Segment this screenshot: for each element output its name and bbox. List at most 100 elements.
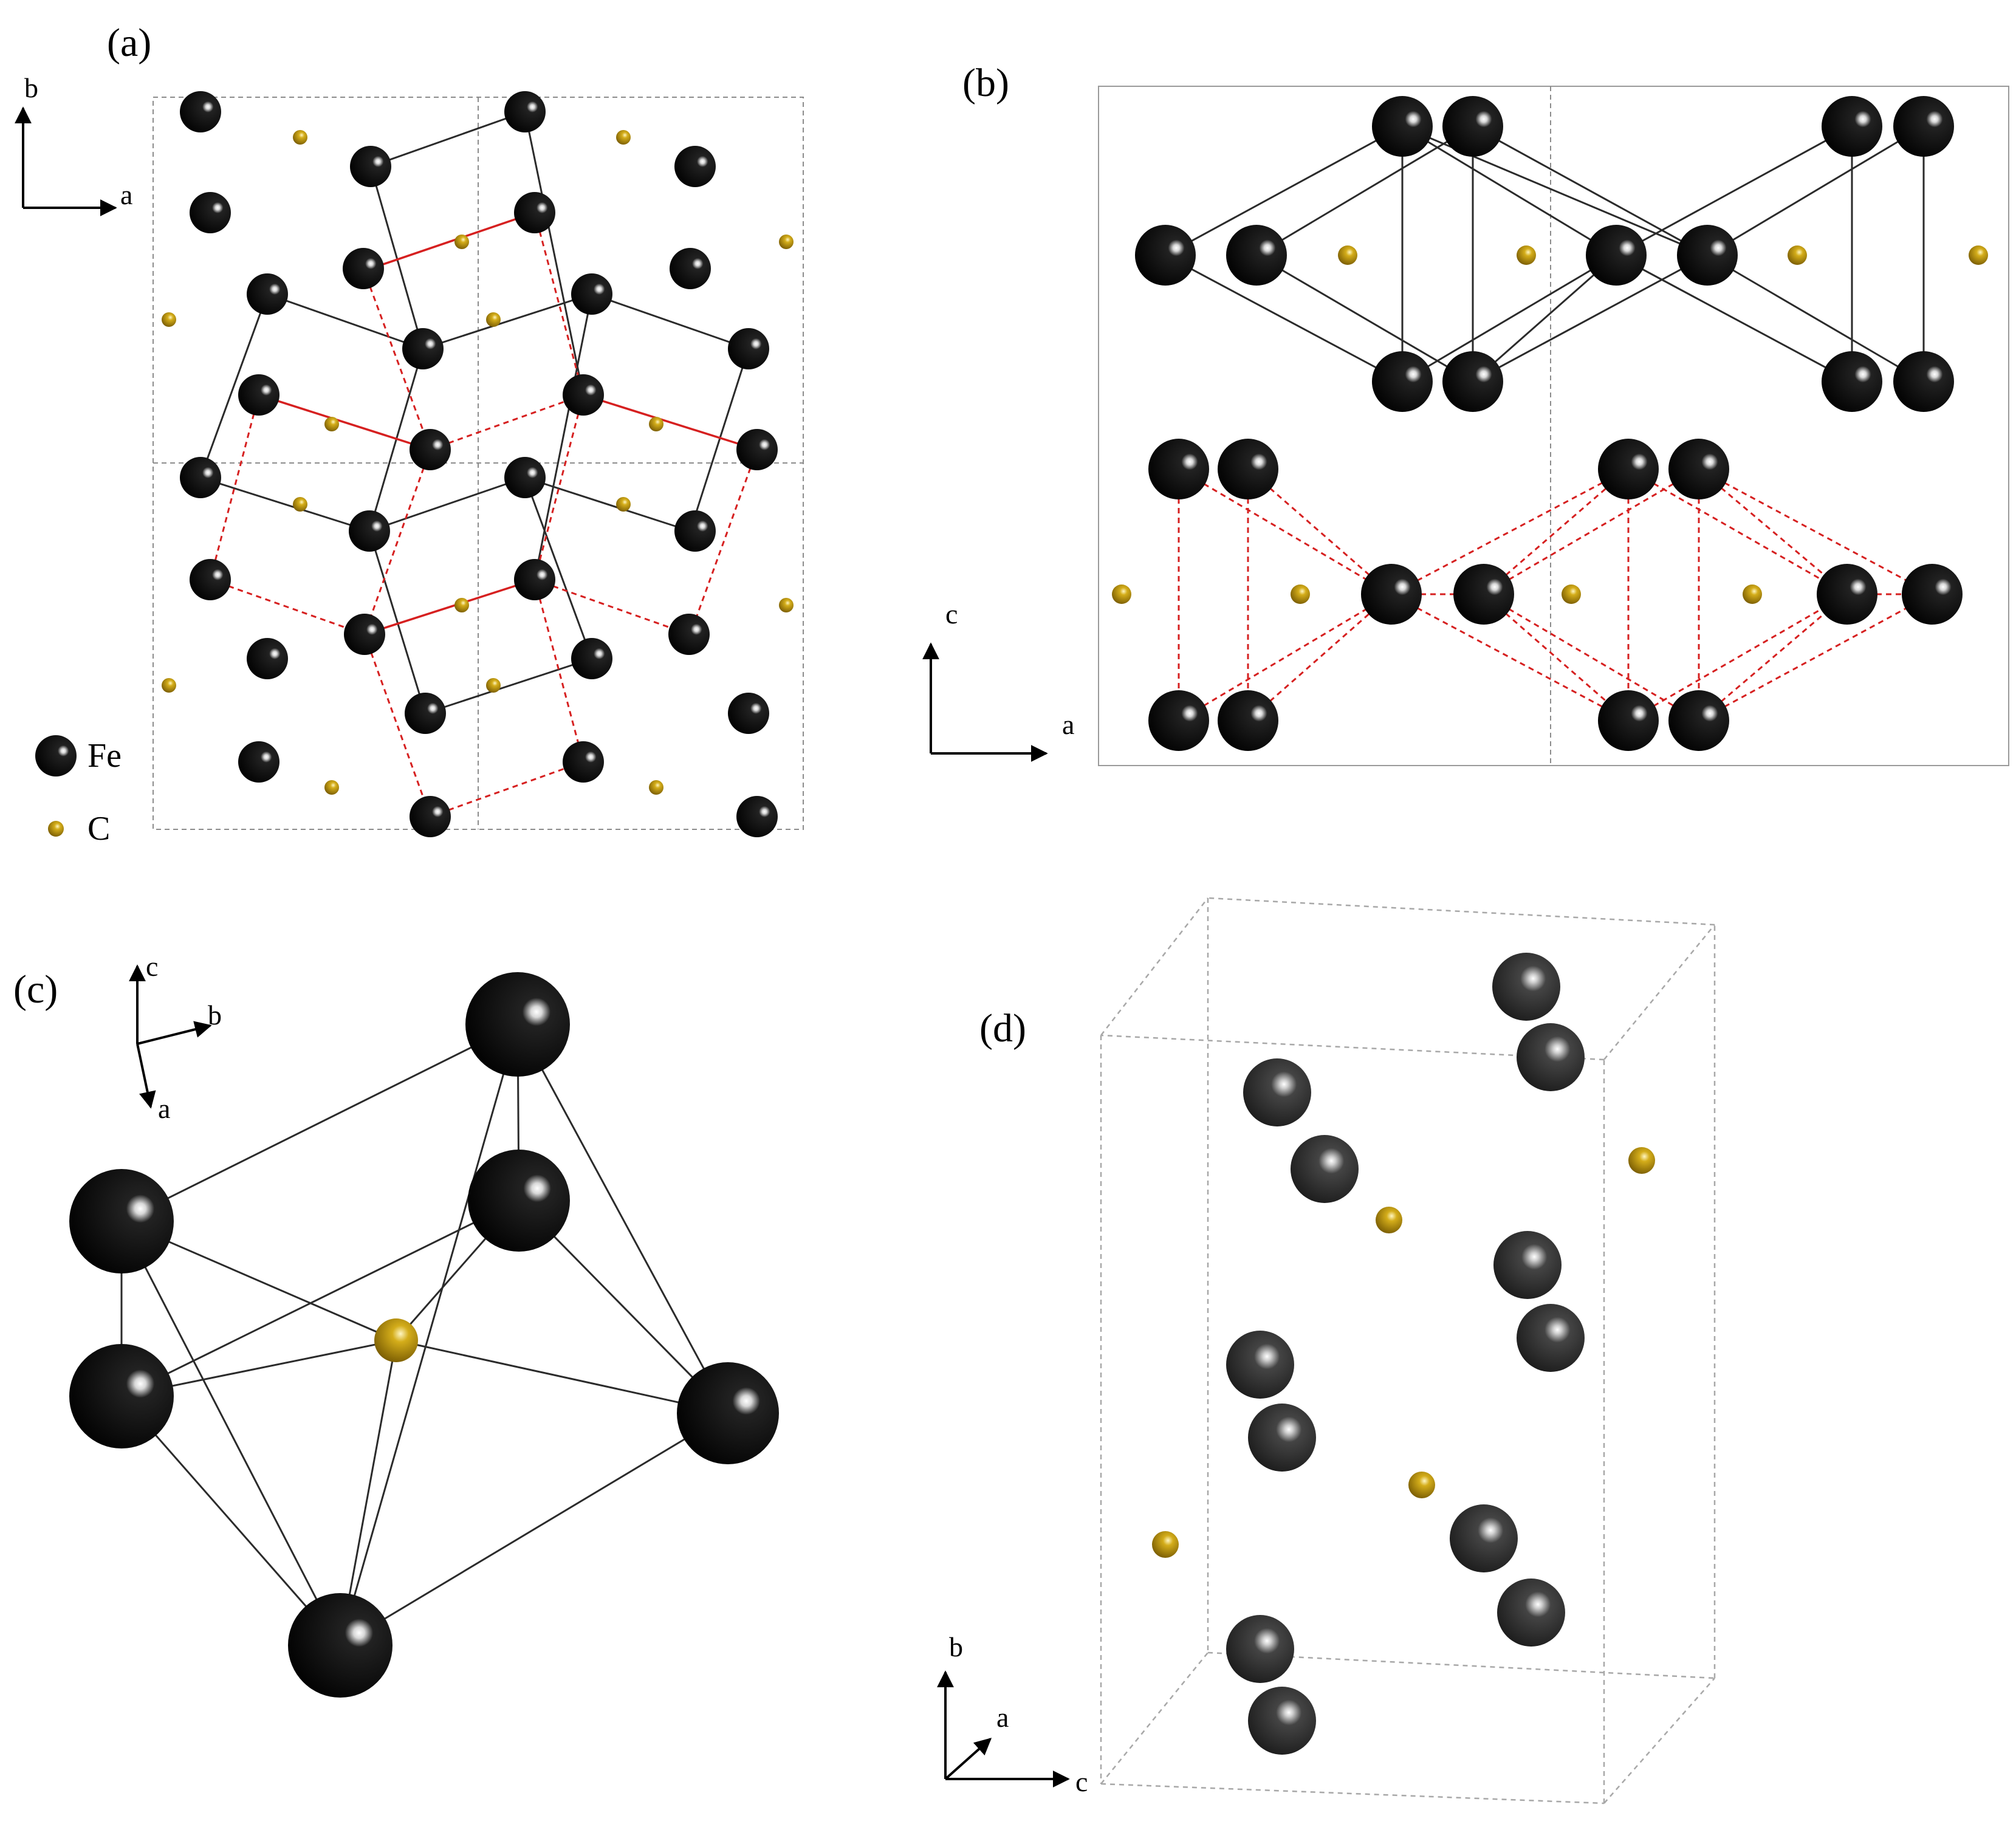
fe-atom xyxy=(674,146,716,187)
fe-fe-bond xyxy=(200,476,370,532)
cell-edge xyxy=(1100,1783,1605,1805)
fe-atom xyxy=(1453,564,1514,625)
axis-c-label: c xyxy=(1075,1766,1088,1797)
c-atom xyxy=(486,312,501,327)
fe-atom xyxy=(402,328,444,369)
fe-atom xyxy=(736,796,778,837)
fe-atom xyxy=(1226,1615,1294,1683)
fe-atom xyxy=(1218,690,1278,751)
fe-fe-bond xyxy=(370,111,526,168)
fe-atom xyxy=(238,741,279,783)
axis-b-label: b xyxy=(208,999,222,1030)
panel-d-label: (d) xyxy=(979,1006,1026,1051)
fe-fe-bond xyxy=(1616,125,1853,256)
fe-atom xyxy=(247,638,288,679)
fe-fe-bond xyxy=(1616,254,1853,383)
c-atom xyxy=(649,417,663,431)
fe-c-bond xyxy=(339,1024,519,1646)
c-atom xyxy=(1376,1207,1402,1233)
fe-fe-bond-dashed xyxy=(533,579,585,763)
c-atom xyxy=(454,235,469,249)
fe-fe-bond-dashed xyxy=(533,212,585,396)
fe-atom xyxy=(1817,564,1877,625)
fe-atom xyxy=(1372,351,1433,412)
fe-atom xyxy=(1442,96,1503,157)
fe-atom xyxy=(563,741,604,783)
axis-a-arrow xyxy=(944,1738,992,1780)
panel-c-axes: c b a xyxy=(129,951,222,1124)
fe-atom xyxy=(190,559,231,600)
fe-atom xyxy=(1148,690,1209,751)
fe-fe-bond xyxy=(368,530,427,714)
fe-fe-bond xyxy=(1165,125,1403,256)
legend-fe-swatch xyxy=(35,735,77,776)
c-atom xyxy=(162,312,176,327)
c-atom xyxy=(649,780,663,795)
c-atom xyxy=(1517,245,1536,265)
fe-atom xyxy=(1893,96,1954,157)
fe-fe-bond-highlight xyxy=(364,578,535,636)
fe-fe-bond xyxy=(524,111,585,396)
c-atom xyxy=(1291,584,1310,604)
fe-fe-bond-dashed xyxy=(1247,593,1392,722)
fe-fe-bond-dashed xyxy=(1178,468,1392,595)
fe-atom xyxy=(1668,690,1729,751)
fe-c-bond xyxy=(516,1024,729,1414)
fe-fe-bond-dashed xyxy=(1698,468,1933,595)
c-atom xyxy=(779,598,794,612)
fe-fe-bond-dashed xyxy=(1178,593,1392,722)
panel-b: (b) c a xyxy=(922,61,2009,766)
fe-atom xyxy=(465,972,570,1077)
fe-fe-bond xyxy=(267,293,423,350)
fe-c-bond xyxy=(340,1412,729,1647)
fe-atom xyxy=(504,91,546,132)
fe-atom xyxy=(468,1150,570,1252)
panel-b-atoms xyxy=(1112,96,1988,751)
fe-atom xyxy=(1822,96,1882,157)
axis-a-label: a xyxy=(1062,709,1074,740)
fe-atom xyxy=(1226,225,1287,286)
legend-c-swatch xyxy=(48,821,64,837)
fe-fe-bond xyxy=(533,293,593,580)
panel-d: (d) b a c xyxy=(937,897,1716,1805)
fe-atom xyxy=(1291,1135,1359,1203)
fe-atom xyxy=(1226,1331,1294,1399)
fe-fe-bond xyxy=(689,348,750,532)
axis-b-label: b xyxy=(24,72,38,103)
fe-atom xyxy=(410,796,451,837)
c-atom xyxy=(1628,1147,1655,1174)
fe-atom xyxy=(1598,439,1659,499)
panel-a-axes: b a xyxy=(15,72,132,216)
c-atom xyxy=(162,678,176,693)
fe-atom xyxy=(728,328,769,369)
panel-c-label: (c) xyxy=(13,967,58,1012)
c-atom xyxy=(1562,584,1581,604)
fe-atom xyxy=(180,91,221,132)
fe-fe-bond xyxy=(199,293,269,478)
panel-b-axes: c a xyxy=(922,598,1074,762)
c-atom xyxy=(616,497,631,512)
fe-fe-bond xyxy=(1472,125,1708,256)
c-atom xyxy=(293,130,307,145)
fe-atom xyxy=(1372,96,1433,157)
fe-atom xyxy=(728,693,769,734)
fe-atom xyxy=(504,457,546,498)
axis-b-label: b xyxy=(949,1631,963,1662)
c-atom xyxy=(293,497,307,512)
fe-fe-bond-dashed xyxy=(1483,593,1699,722)
panel-d-axes: b a c xyxy=(937,1631,1088,1797)
fe-atom xyxy=(571,638,612,679)
fe-fe-bond xyxy=(425,657,592,715)
fe-atom xyxy=(1493,1231,1562,1299)
legend-c-label: C xyxy=(87,810,110,848)
fe-fe-bond-dashed xyxy=(1628,468,1848,595)
fe-fe-bond-dashed xyxy=(362,268,431,450)
fe-atom xyxy=(405,693,446,734)
fe-c-bond xyxy=(396,1339,729,1414)
panel-b-frame xyxy=(1098,86,2009,766)
c-atom xyxy=(779,235,794,249)
fe-fe-bond-highlight xyxy=(583,394,758,451)
fe-fe-bond-dashed xyxy=(1628,593,1848,722)
fe-fe-bond-dashed xyxy=(533,394,585,580)
c-atom xyxy=(1788,245,1807,265)
